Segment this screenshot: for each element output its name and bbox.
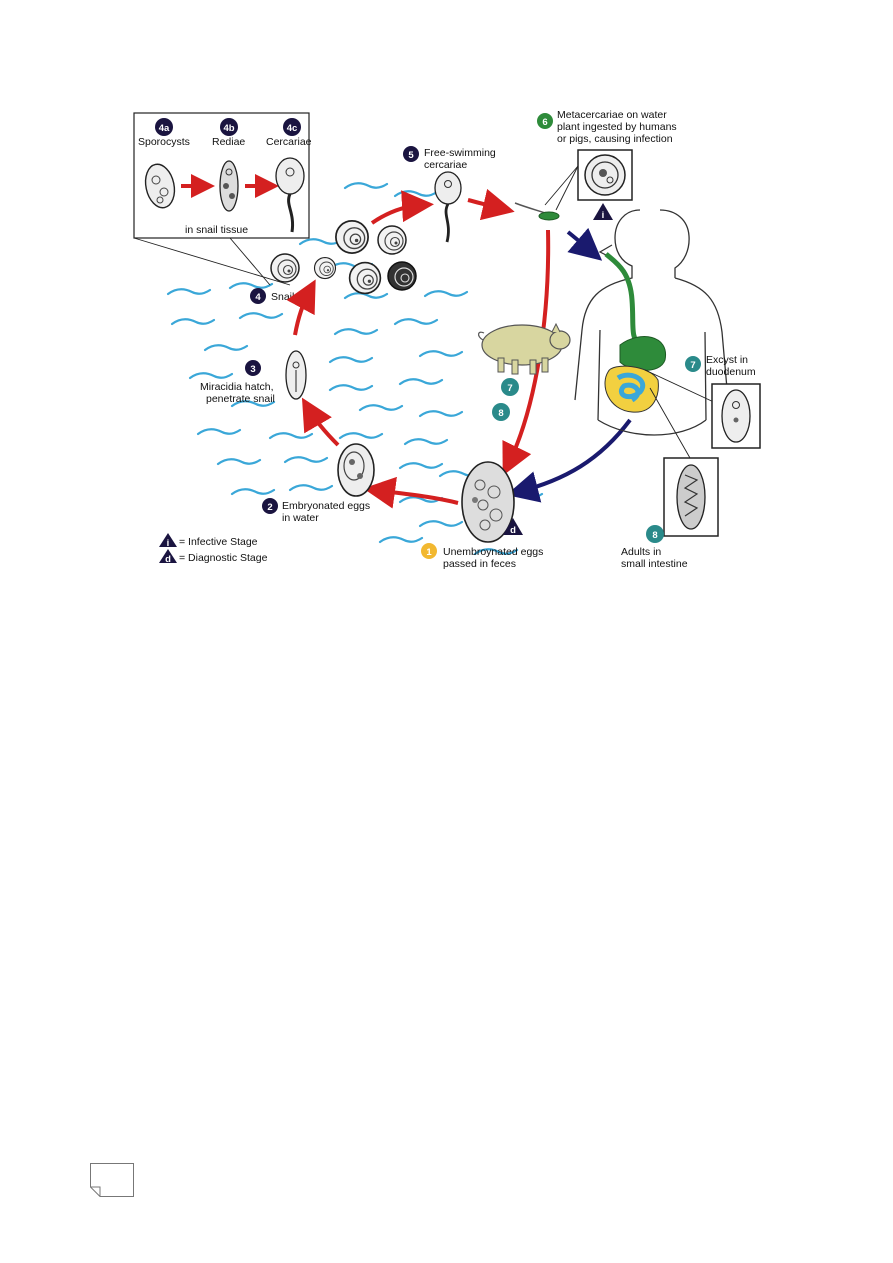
label-small-intestine: small intestine xyxy=(621,558,688,570)
human-path-arrows xyxy=(506,227,632,503)
label-cercariae: Cercariae xyxy=(266,136,312,148)
svg-text:4c: 4c xyxy=(287,123,298,134)
label-penetrate-snail: penetrate snail xyxy=(206,393,275,405)
label-snail-tissue: in snail tissue xyxy=(185,224,248,236)
adult-fluke-inset xyxy=(663,457,719,537)
diagnostic-stage-marker: d xyxy=(503,518,523,536)
label-cercariae-5: cercariae xyxy=(424,159,467,171)
badge-2 xyxy=(262,498,278,514)
svg-text:d: d xyxy=(510,525,516,536)
svg-text:4a: 4a xyxy=(159,123,170,134)
label-miracidia-hatch: Miracidia hatch, xyxy=(200,381,274,393)
label-free-swimming: Free-swimming xyxy=(424,147,496,159)
legend-diagnostic-label: = Diagnostic Stage xyxy=(179,552,268,564)
page-corner-icon xyxy=(90,1163,134,1197)
svg-text:4: 4 xyxy=(255,292,261,303)
svg-text:7: 7 xyxy=(690,360,695,371)
free-swimming-cercaria-illustration xyxy=(434,171,462,243)
label-metacercariae: Metacercariae on water xyxy=(557,109,667,121)
badge-4a xyxy=(155,118,173,136)
water-plant-illustration xyxy=(514,202,560,221)
label-unembryonated-eggs: Unembroynated eggs xyxy=(443,546,543,558)
badge-6 xyxy=(537,113,553,129)
embryonated-egg-illustration xyxy=(337,443,375,497)
excyst-inset xyxy=(711,383,761,449)
label-adults-in: Adults in xyxy=(621,546,661,558)
badge-7-pig xyxy=(501,378,519,396)
label-passed-in-feces: passed in feces xyxy=(443,558,516,570)
svg-text:6: 6 xyxy=(542,117,547,128)
svg-text:5: 5 xyxy=(408,150,414,161)
label-sporocysts: Sporocysts xyxy=(138,136,190,148)
label-in-water: in water xyxy=(282,512,319,524)
infective-stage-marker: i xyxy=(593,203,613,221)
label-duodenum: duodenum xyxy=(706,366,756,378)
badge-4b xyxy=(220,118,238,136)
human-illustration xyxy=(574,209,729,459)
badge-8 xyxy=(646,525,664,543)
svg-text:d: d xyxy=(165,554,171,565)
badge-4 xyxy=(250,288,266,304)
legend-infective-icon xyxy=(159,533,177,547)
cercaria-illustration xyxy=(275,157,305,233)
badge-8-pig xyxy=(492,403,510,421)
svg-text:7: 7 xyxy=(507,383,512,394)
badge-3 xyxy=(245,360,261,376)
label-plant-ingested: plant ingested by humans xyxy=(557,121,677,133)
redia-illustration xyxy=(219,160,239,212)
svg-text:i: i xyxy=(602,210,605,221)
badge-5 xyxy=(403,146,419,162)
label-causing-infection: or pigs, causing infection xyxy=(557,133,673,145)
svg-text:2: 2 xyxy=(267,502,272,513)
legend: i = Infective Stage d = Diagnostic Stage xyxy=(159,533,268,565)
svg-text:3: 3 xyxy=(250,364,255,375)
metacercaria-inset xyxy=(544,149,633,211)
svg-text:1: 1 xyxy=(426,547,432,558)
badge-7 xyxy=(685,356,701,372)
badge-1 xyxy=(421,543,437,559)
miracidium-illustration xyxy=(285,350,307,400)
svg-text:i: i xyxy=(167,538,170,549)
pig-illustration xyxy=(478,322,571,375)
label-excyst-in: Excyst in xyxy=(706,354,748,366)
label-rediae: Rediae xyxy=(212,136,245,148)
snail-tissue-inset: 4a Sporocysts 4b Rediae 4c Cercariae in … xyxy=(133,112,312,286)
label-snail: Snail xyxy=(271,291,294,303)
sporocyst-illustration xyxy=(144,163,176,209)
svg-text:4b: 4b xyxy=(223,123,234,134)
svg-text:8: 8 xyxy=(652,530,657,541)
svg-text:8: 8 xyxy=(498,408,503,419)
badge-4c xyxy=(283,118,301,136)
legend-diagnostic-icon xyxy=(159,549,177,563)
label-embryonated-eggs: Embryonated eggs xyxy=(282,500,370,512)
unembryonated-egg-illustration xyxy=(461,461,515,543)
legend-infective-label: = Infective Stage xyxy=(179,536,258,548)
